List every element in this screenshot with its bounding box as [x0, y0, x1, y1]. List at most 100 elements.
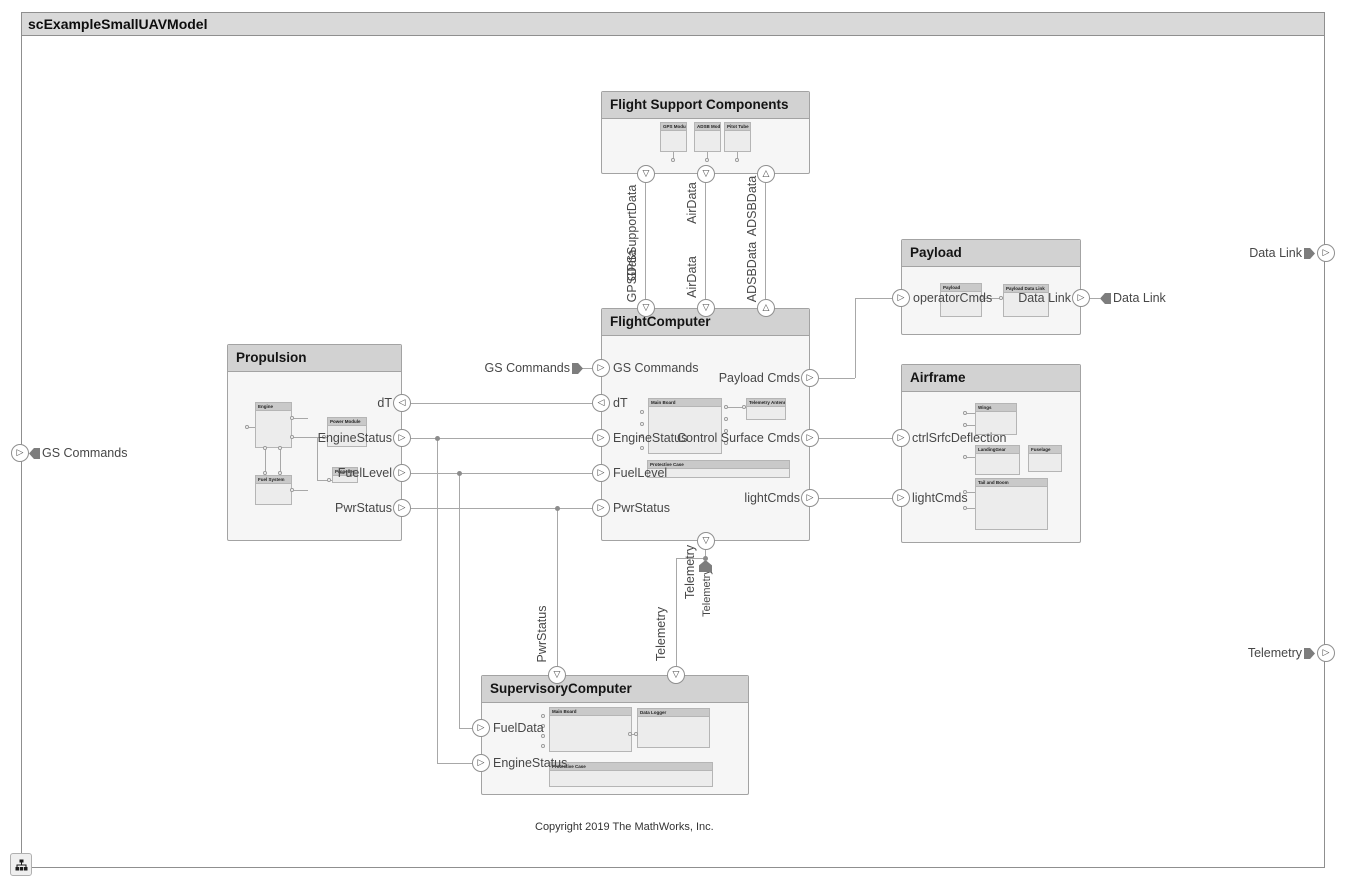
subblock-title: LandingGear [976, 446, 1019, 454]
port-fc-gpsdata[interactable]: ▽ [637, 299, 655, 317]
triangle-right-icon: ▷ [897, 433, 905, 443]
port-payload-datalink[interactable]: ▷ [1072, 289, 1090, 307]
branch-dot [457, 471, 462, 476]
wire-lightcmds[interactable] [819, 498, 892, 499]
wire-gscommands-stub[interactable] [582, 368, 592, 369]
port-label: lightCmds [744, 491, 800, 505]
triangle-right-icon: ▷ [477, 758, 485, 768]
port-fc-fuellevel[interactable]: ▷ [592, 464, 610, 482]
wire-fuellevel[interactable] [411, 473, 592, 474]
wire-fuellevel-branch[interactable] [459, 728, 472, 729]
subblock-pitot-tube-module[interactable]: Pitot Tube Module [724, 122, 751, 152]
subblock-power-module[interactable]: Power Module [327, 417, 367, 447]
wire-dt[interactable] [411, 403, 592, 404]
wire-gpsdata[interactable] [645, 183, 646, 299]
stub-nub [963, 490, 967, 494]
port-fc-telemetry[interactable]: ▽ [697, 532, 715, 550]
model-title-bar: scExampleSmallUAVModel [22, 13, 1324, 36]
wire-adsbdata[interactable] [765, 183, 766, 299]
subblock-wings[interactable]: Wings [975, 403, 1017, 435]
port-propulsion-fuellevel[interactable]: ▷ [393, 464, 411, 482]
stub [280, 448, 281, 475]
port-sc-enginestatus[interactable]: ▷ [472, 754, 490, 772]
subblock-tail-and-boom[interactable]: Tail and Boom [975, 478, 1048, 530]
wire-pwrstatus-branch[interactable] [557, 508, 558, 666]
wire-enginestatus-branch[interactable] [437, 438, 438, 763]
port-fc-adsbdata[interactable]: △ [757, 299, 775, 317]
subblock-payload-data-link[interactable]: Payload Data Link [1003, 284, 1049, 317]
subblock-telemetry-antenna[interactable]: Telemetry Antenna [746, 398, 786, 420]
port-external-datalink[interactable]: ▷ [1317, 244, 1335, 262]
subblock-main-board[interactable]: Main Board [549, 707, 632, 752]
subblock-data-logger[interactable]: Data Logger [637, 708, 710, 748]
subblock-fuselage[interactable]: Fuselage [1028, 445, 1062, 472]
wire-ctrlsurfacecmds[interactable] [819, 438, 892, 439]
wire-datalink-stub[interactable] [1090, 298, 1100, 299]
wire-enginestatus-branch[interactable] [437, 763, 472, 764]
port-propulsion-dt[interactable]: ◁ [393, 394, 411, 412]
port-sc-pwrstatus[interactable]: ▽ [548, 666, 566, 684]
subblock-engine[interactable]: Engine [255, 402, 292, 448]
port-fsc-airdata[interactable]: ▽ [697, 165, 715, 183]
port-fc-enginestatus[interactable]: ▷ [592, 429, 610, 447]
wire-enginestatus[interactable] [411, 438, 592, 439]
port-fc-pwrstatus[interactable]: ▷ [592, 499, 610, 517]
port-airframe-ctrlsrfcdeflection[interactable]: ▷ [892, 429, 910, 447]
external-label-gscommands: GS Commands [42, 446, 128, 460]
subblock-title: Protective Case [648, 461, 789, 469]
subblock-adsb-module[interactable]: ADSB Module [694, 122, 721, 152]
port-label: dT [377, 396, 392, 410]
stub-nub [640, 434, 644, 438]
port-propulsion-pwrstatus[interactable]: ▷ [393, 499, 411, 517]
port-fc-ctrlsurfacecmds[interactable]: ▷ [801, 429, 819, 447]
port-fc-lightcmds[interactable]: ▷ [801, 489, 819, 507]
subblock-payload[interactable]: Payload [940, 283, 982, 317]
port-payload-operatorcmds[interactable]: ▷ [892, 289, 910, 307]
port-external-gscommands[interactable]: ▷ [11, 444, 29, 462]
stub-nub [735, 158, 739, 162]
subblock-title: ADSB Module [695, 123, 720, 131]
stub-nub [671, 158, 675, 162]
triangle-up-icon: △ [762, 303, 770, 313]
port-fc-airdata[interactable]: ▽ [697, 299, 715, 317]
subblock-protective-case[interactable]: Protective Case [647, 460, 790, 478]
signal-label-airdata: AirData [685, 182, 699, 224]
wire-telemetry[interactable] [705, 550, 706, 558]
wire-payloadcmds[interactable] [819, 378, 855, 379]
wire-fuellevel-branch[interactable] [459, 473, 460, 728]
stub-nub [245, 425, 249, 429]
stub [707, 152, 708, 159]
subblock-main-board[interactable]: Main Board [648, 398, 722, 454]
wire-telemetry[interactable] [676, 558, 706, 559]
subblock-gps-module[interactable]: GPS Module [660, 122, 687, 152]
wire-telemetry[interactable] [676, 558, 677, 666]
port-fc-dt[interactable]: ◁ [592, 394, 610, 412]
stub-nub [742, 405, 746, 409]
signal-label-telemetry: Telemetry [654, 606, 668, 662]
wire-pwrstatus[interactable] [411, 508, 592, 509]
port-airframe-lightcmds[interactable]: ▷ [892, 489, 910, 507]
block-flight-support-components[interactable]: Flight Support Components [601, 91, 810, 174]
port-propulsion-enginestatus[interactable]: ▷ [393, 429, 411, 447]
wire-airdata[interactable] [705, 183, 706, 299]
port-external-telemetry[interactable]: ▷ [1317, 644, 1335, 662]
subblock-fuel-system[interactable]: Fuel System [255, 475, 292, 505]
subblock-propeller[interactable]: Propeller [332, 467, 358, 483]
port-sc-fueldata[interactable]: ▷ [472, 719, 490, 737]
subblock-landing-gear[interactable]: LandingGear [975, 445, 1020, 475]
port-fsc-adsbdata[interactable]: △ [757, 165, 775, 183]
wire-payloadcmds[interactable] [855, 298, 892, 299]
wire-payloadcmds[interactable] [855, 298, 856, 378]
datalink-connector-icon [1304, 248, 1315, 259]
subblock-protective-case[interactable]: Protective Case [549, 762, 713, 787]
block-flight-computer[interactable]: FlightComputer [601, 308, 810, 541]
port-sc-telemetry[interactable]: ▽ [667, 666, 685, 684]
stub-nub [724, 441, 728, 445]
port-fc-payloadcmds[interactable]: ▷ [801, 369, 819, 387]
port-fsc-gpsdata[interactable]: ▽ [637, 165, 655, 183]
stub [673, 152, 674, 159]
port-fc-gscommands[interactable]: ▷ [592, 359, 610, 377]
model-browser-toggle-button[interactable] [10, 853, 32, 876]
subblock-title: Main Board [550, 708, 631, 716]
block-payload[interactable]: Payload [901, 239, 1081, 335]
